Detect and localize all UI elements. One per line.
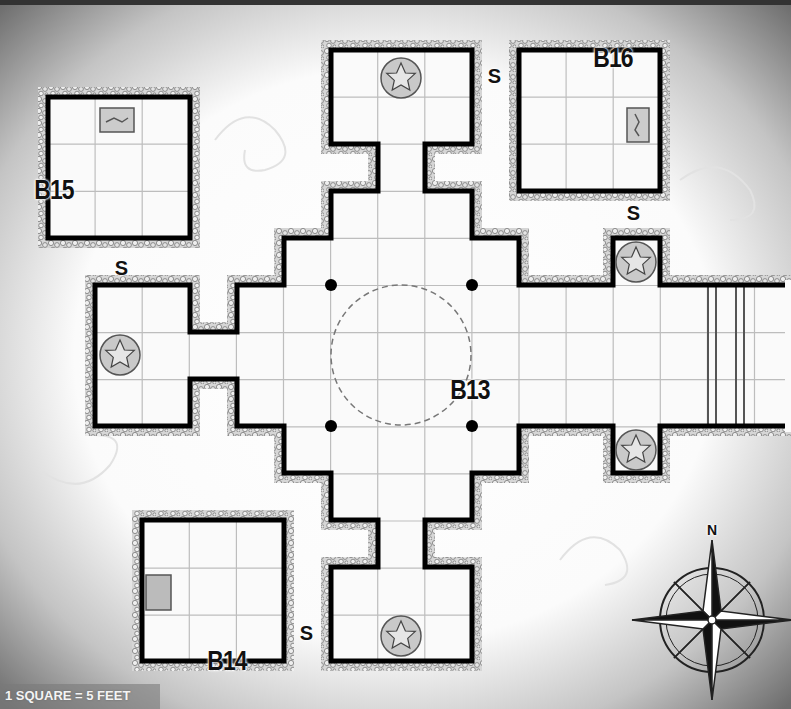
secret-door-mark: S xyxy=(627,202,639,225)
compass-north: N xyxy=(707,522,717,538)
secret-door-mark: S xyxy=(300,622,312,645)
secret-door-mark: S xyxy=(115,257,127,280)
secret-door-mark: S xyxy=(488,65,500,88)
room-label: B15 xyxy=(34,175,74,206)
room-label: B14 xyxy=(207,646,247,677)
room-label: B16 xyxy=(593,43,633,74)
room-label: B13 xyxy=(450,375,490,406)
scale-note: 1 SQUARE = 5 FEET xyxy=(5,688,130,703)
compass-rose xyxy=(632,540,791,700)
